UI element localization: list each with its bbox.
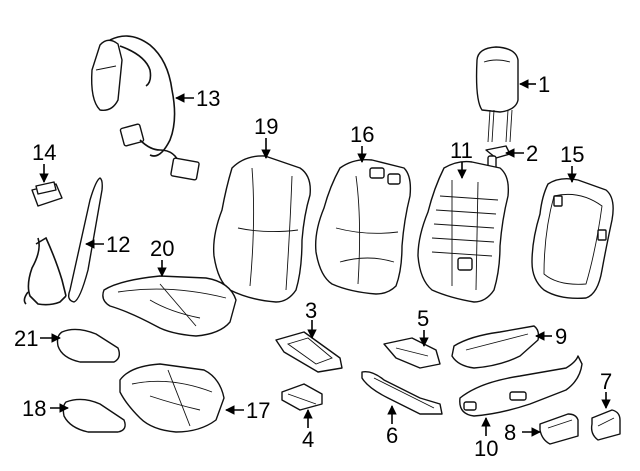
callout-3: 3: [305, 298, 317, 323]
part-5-bracket[interactable]: [383, 337, 441, 369]
part-16-backrest-pad[interactable]: [314, 158, 412, 295]
part-20-cushion-pad[interactable]: [102, 275, 237, 337]
part-9-side-cover[interactable]: [451, 325, 540, 369]
callout-10: 10: [474, 436, 498, 461]
callout-12: 12: [106, 232, 130, 257]
callout-14: 14: [32, 140, 56, 165]
part-13-wiring-harness[interactable]: [90, 35, 200, 181]
callout-13: 13: [196, 86, 220, 111]
part-8-switch[interactable]: [539, 413, 579, 445]
callout-9: 9: [555, 324, 567, 349]
part-17-cushion-cover[interactable]: [119, 363, 225, 433]
callout-15: 15: [560, 142, 584, 167]
callout-19: 19: [254, 114, 278, 139]
part-4-clip[interactable]: [281, 383, 323, 411]
callout-11: 11: [450, 138, 473, 163]
callout-8: 8: [504, 420, 516, 445]
callout-16: 16: [350, 122, 374, 147]
part-14-switch[interactable]: [31, 181, 63, 207]
callout-20: 20: [150, 236, 174, 261]
leader-lines: [39, 79, 611, 437]
callout-6: 6: [386, 423, 398, 448]
part-18-pad[interactable]: [62, 398, 126, 433]
callout-17: 17: [246, 398, 270, 423]
part-11-backrest-frame[interactable]: [417, 160, 510, 303]
callout-5: 5: [417, 306, 429, 331]
callout-2: 2: [526, 141, 538, 166]
part-19-backrest-cover[interactable]: [212, 155, 311, 303]
part-1-headrest[interactable]: [475, 46, 519, 143]
callout-18: 18: [22, 396, 46, 421]
callout-1: 1: [538, 72, 550, 97]
part-3-bracket[interactable]: [275, 331, 343, 373]
part-7-switch[interactable]: [590, 409, 621, 441]
part-15-rear-panel[interactable]: [531, 177, 614, 300]
callout-4: 4: [302, 427, 314, 452]
callout-21: 21: [14, 326, 38, 351]
callout-7: 7: [600, 369, 612, 394]
part-6-rail[interactable]: [361, 370, 443, 415]
part-21-pad[interactable]: [56, 328, 121, 363]
callout-labels: 1 2 3 4 5 6 7 8 9 10 11 12 13 14 15 16 1…: [14, 72, 612, 461]
part-10-side-shield[interactable]: [459, 355, 583, 417]
